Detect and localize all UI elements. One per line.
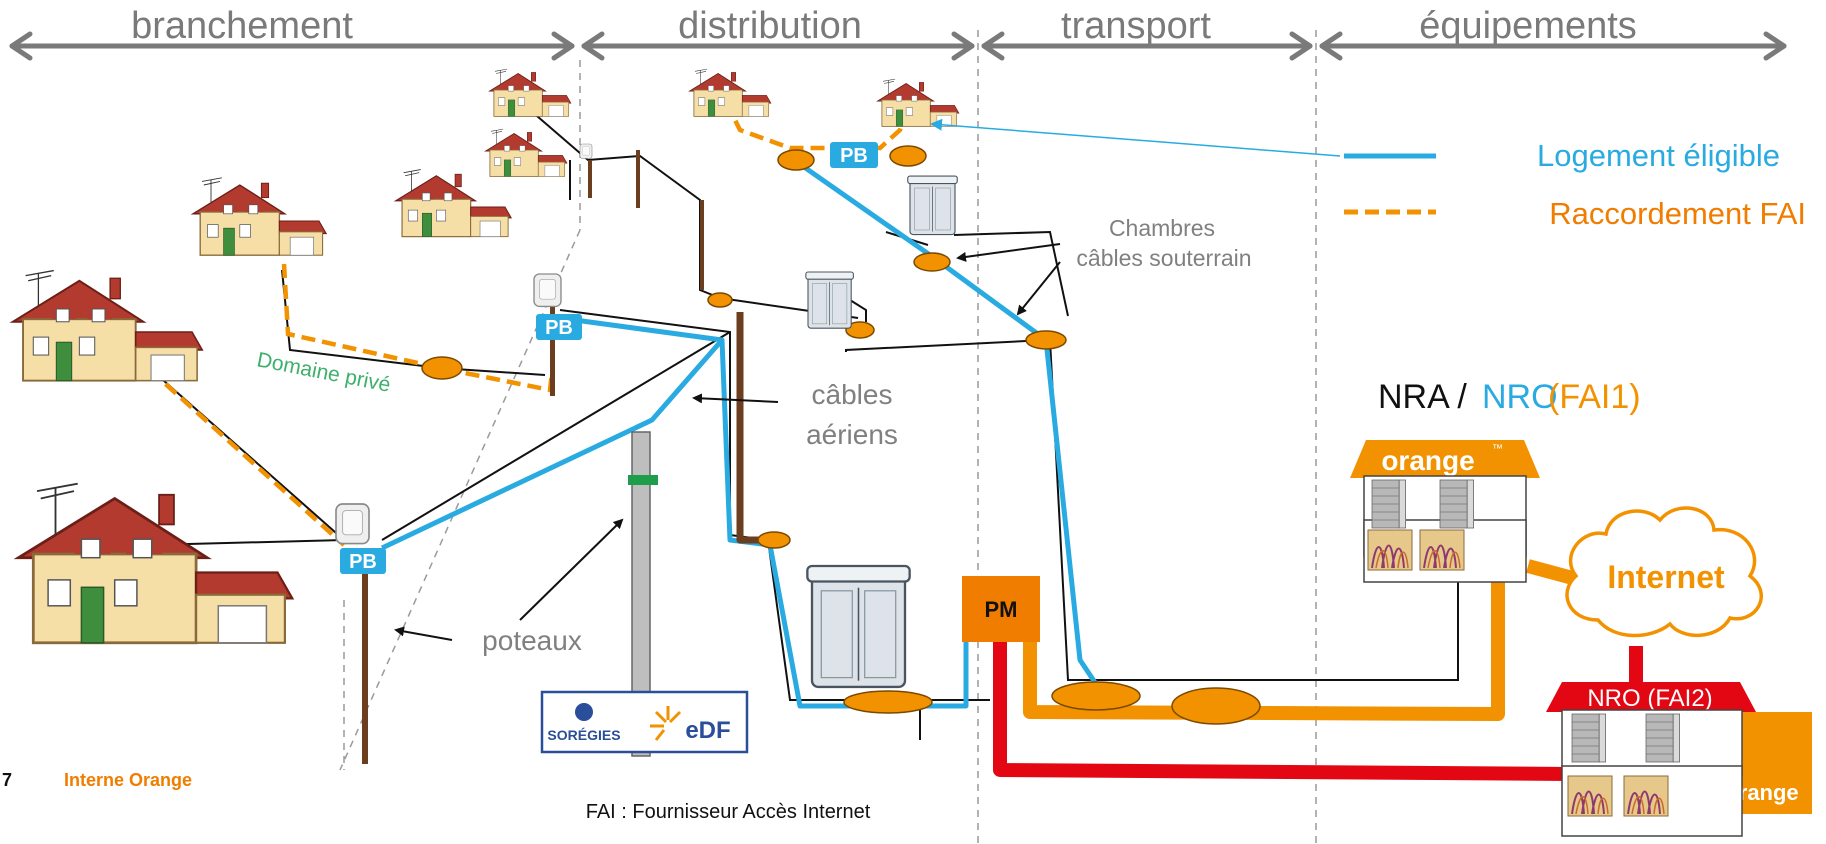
section-label-branchement: branchement [131, 5, 353, 47]
svg-text:PB: PB [349, 551, 377, 573]
svg-text:orange: orange [1381, 445, 1474, 476]
footnote: FAI : Fournisseur Accès Internet [586, 801, 871, 823]
section-label-transport: transport [1061, 5, 1211, 47]
pb-label-bottom: PB [340, 548, 386, 574]
legend [1344, 153, 1436, 215]
svg-text:PM: PM [985, 597, 1018, 622]
svg-text:NRO (FAI2): NRO (FAI2) [1587, 685, 1712, 712]
domaine-prive-label: Domaine privé [255, 348, 392, 396]
eligible-pointer [930, 118, 1341, 157]
section-arrows [9, 31, 1787, 61]
poles [362, 150, 704, 764]
cables-label-line1: câbles [812, 379, 893, 410]
svg-text:PB: PB [545, 317, 573, 339]
page-number: 7 [2, 770, 12, 790]
edf-logo-icon [650, 706, 682, 741]
nro-fai2-building: orange NRO (FAI2) [1546, 682, 1812, 837]
section-label-equipements: équipements [1419, 5, 1637, 47]
svg-text:eDF: eDF [685, 717, 730, 744]
black-cables [149, 109, 1459, 740]
svg-text:™: ™ [1492, 443, 1503, 455]
cables-label-line2: aériens [806, 419, 898, 450]
svg-text:SORÉGIES: SORÉGIES [547, 727, 620, 743]
pb-label-mid: PB [536, 314, 582, 340]
svg-text:Internet: Internet [1607, 559, 1725, 595]
legend-eligible-label: Logement éligible [1537, 138, 1780, 173]
footer-label: Interne Orange [64, 770, 192, 790]
splice-chambers [421, 145, 1261, 725]
legend-raccordement-label: Raccordement FAI [1549, 196, 1806, 231]
internet-cloud: Internet [1565, 506, 1763, 638]
svg-text:PB: PB [840, 145, 868, 167]
pb-label-top: PB [830, 142, 878, 168]
nra-label-part3: (FAI1) [1548, 378, 1641, 416]
trunk-cables [736, 312, 1643, 781]
nra-label-part2: NRO [1482, 378, 1558, 416]
section-label-distribution: distribution [678, 5, 862, 47]
chambres-label-line2: câbles souterrain [1076, 245, 1251, 271]
nra-label-part1: NRA / [1378, 378, 1467, 416]
pointer-arrows [394, 243, 1061, 641]
chambres-label-line1: Chambres [1109, 215, 1215, 241]
houses [11, 68, 960, 645]
pm-box: PM [962, 576, 1040, 642]
soregies-edf-logos: SORÉGIES eDF [540, 690, 749, 754]
poteaux-label: poteaux [482, 625, 582, 656]
nro-fai1-building: orange ™ [1350, 440, 1540, 583]
